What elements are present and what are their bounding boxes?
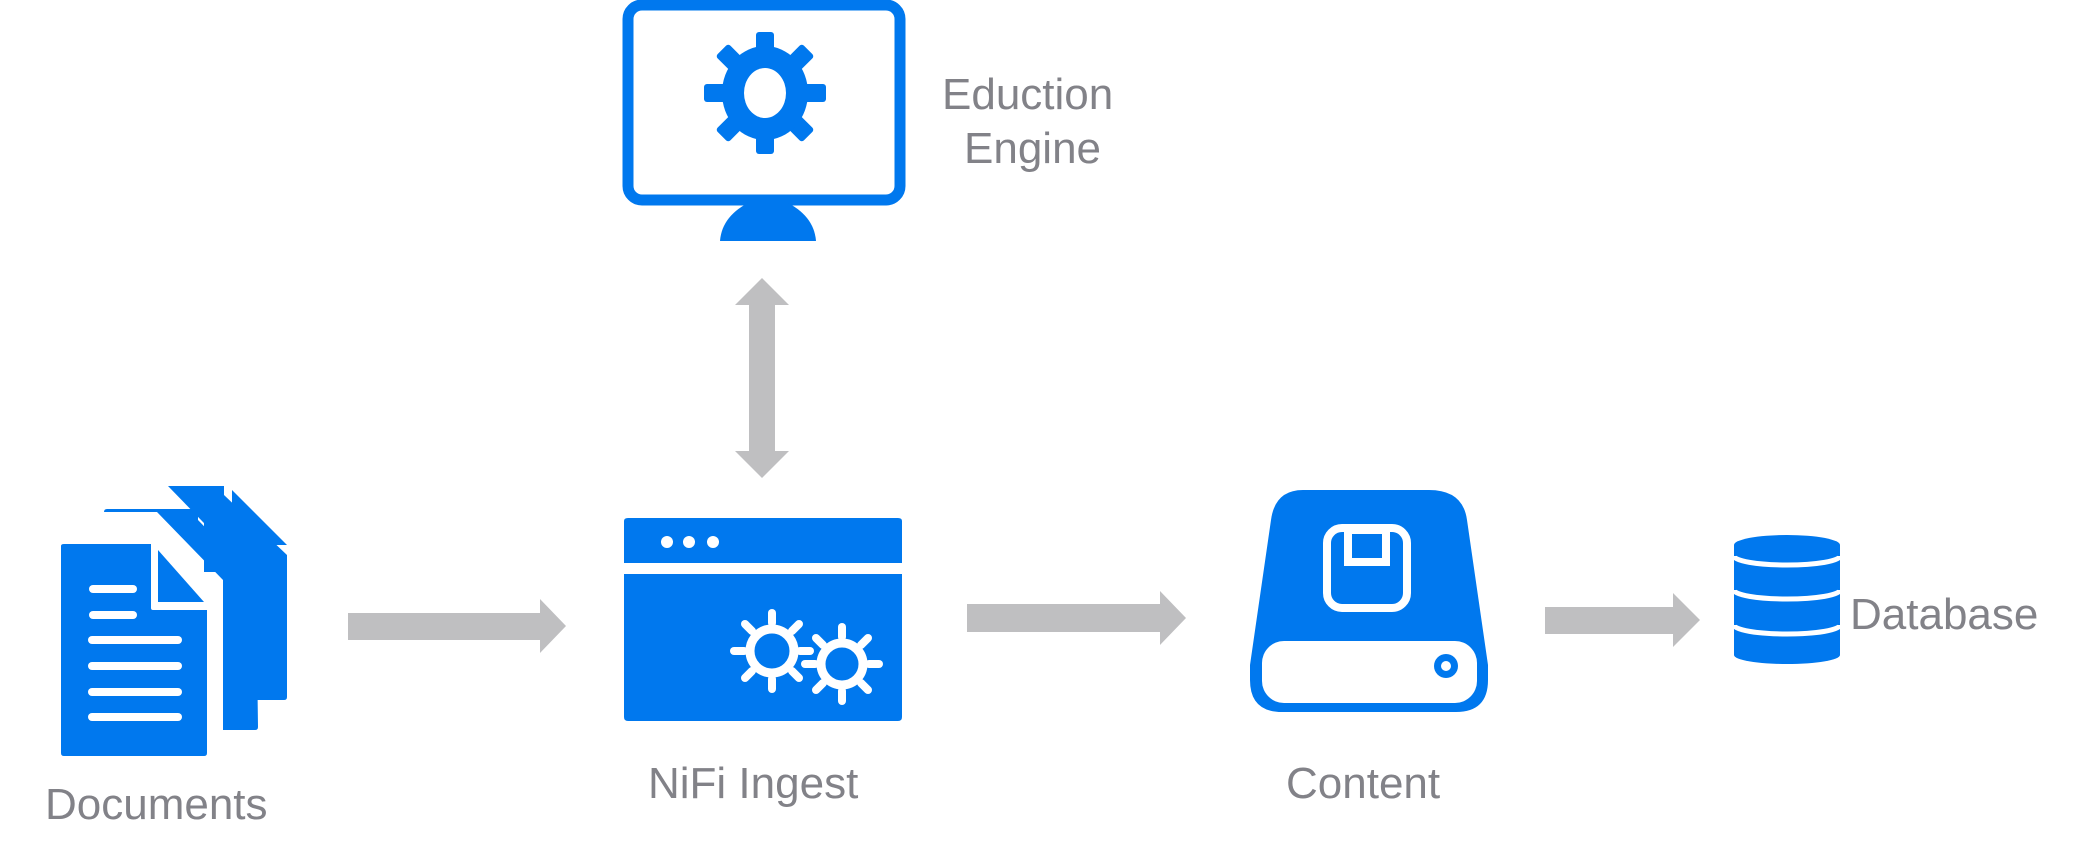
- floppy-disk-icon: [1323, 524, 1411, 612]
- window-dot: [683, 536, 695, 548]
- node-label-documents: Documents: [45, 780, 268, 829]
- node-label-eduction-line2: Engine: [964, 124, 1102, 173]
- gear-icon: [704, 32, 826, 154]
- database-icon: [1731, 535, 1843, 664]
- node-label-database: Database: [1850, 590, 2039, 639]
- gear-icon: [730, 609, 814, 693]
- arrow-content-to-database: [1545, 593, 1700, 647]
- bidirectional-arrow: [735, 278, 789, 478]
- arrow-documents-to-nifi: [348, 599, 566, 653]
- node-label-eduction-line1: Eduction: [942, 70, 1114, 119]
- browser-gears-icon: [624, 518, 902, 721]
- window-dot: [661, 536, 673, 548]
- document-lines: [88, 585, 182, 721]
- gear-icon: [801, 623, 883, 705]
- node-label-nifi-ingest: NiFi Ingest: [648, 759, 859, 808]
- arrow-nifi-to-content: [967, 591, 1186, 645]
- storage-drive-icon: [1250, 490, 1488, 712]
- monitor-gear-icon: [622, 0, 906, 241]
- node-label-content: Content: [1286, 759, 1441, 808]
- documents-icon: [61, 486, 287, 756]
- window-dot: [707, 536, 719, 548]
